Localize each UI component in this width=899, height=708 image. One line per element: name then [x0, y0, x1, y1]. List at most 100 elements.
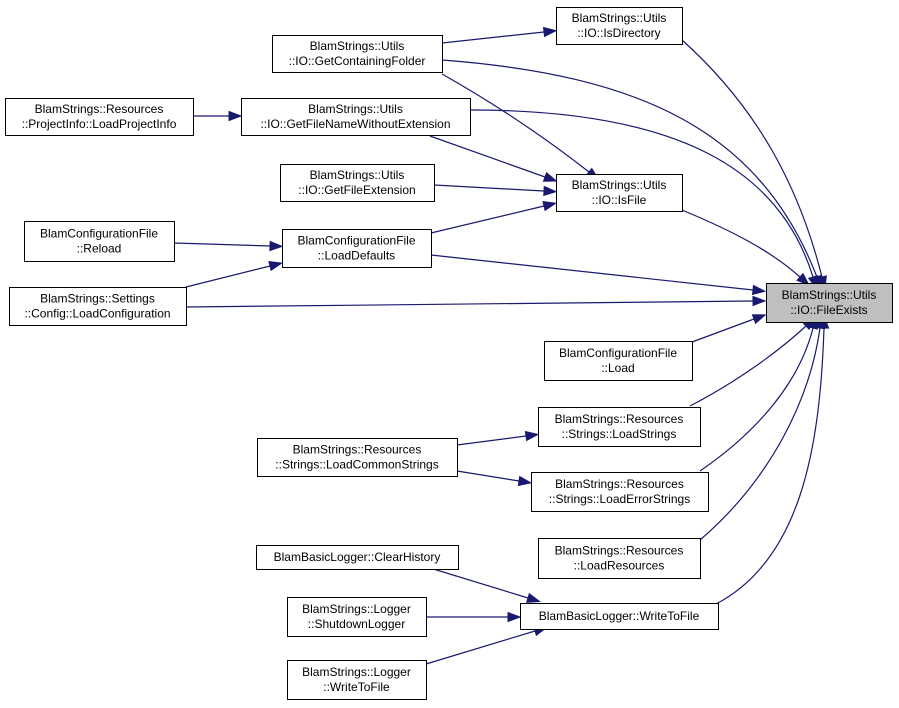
node-box: [556, 7, 683, 45]
node-label: BlamStrings::Utils: [308, 102, 403, 116]
edge-line: [441, 59, 818, 278]
edge-line: [469, 109, 814, 278]
arrowhead-icon: [524, 430, 540, 442]
arrowhead-icon: [751, 284, 767, 296]
edge-line: [429, 135, 546, 178]
arrowhead-icon: [507, 611, 522, 623]
node-loadResources[interactable]: BlamStrings::Resources::LoadResources: [538, 538, 701, 579]
node-loadProjectInfo[interactable]: BlamStrings::Resources::ProjectInfo::Loa…: [5, 98, 194, 136]
node-box: [538, 407, 701, 447]
node-label: BlamStrings::Utils: [572, 178, 667, 192]
node-box: [282, 229, 432, 268]
node-isDirectory[interactable]: BlamStrings::Utils::IO::IsDirectory: [556, 7, 683, 45]
arrowhead-icon: [517, 475, 533, 487]
node-label: ::IO::FileExists: [790, 303, 867, 317]
node-loadConfiguration[interactable]: BlamStrings::Settings::Config::LoadConfi…: [9, 287, 187, 326]
edge-getContainingFolder-to-isDirectory: [441, 26, 558, 44]
node-box: [257, 438, 458, 477]
edge-line: [441, 31, 545, 44]
node-clearHistory[interactable]: BlamBasicLogger::ClearHistory: [256, 545, 459, 570]
arrowhead-icon: [228, 110, 243, 122]
node-loadErrorStrings[interactable]: BlamStrings::Resources::Strings::LoadErr…: [531, 472, 709, 512]
node-label: ::IO::GetFileExtension: [298, 183, 415, 197]
node-label: ::IO::GetContainingFolder: [289, 54, 426, 68]
arrowhead-icon: [542, 201, 558, 212]
edge-line: [430, 205, 545, 234]
node-getFileNameWithoutExtension[interactable]: BlamStrings::Utils::IO::GetFileNameWitho…: [241, 98, 471, 136]
edge-line: [429, 567, 529, 599]
node-box: [531, 472, 709, 512]
nodes: BlamStrings::Utils::IO::IsDirectoryBlamS…: [5, 7, 893, 700]
node-label: BlamConfigurationFile: [40, 227, 158, 241]
node-box: [272, 35, 443, 73]
node-loggerWriteToFile[interactable]: BlamStrings::Logger::WriteToFile: [287, 660, 427, 700]
edge-loggerWriteToFile-to-writeToFile: [425, 626, 548, 665]
node-reload[interactable]: BlamConfigurationFile::Reload: [24, 221, 175, 262]
edge-isFile-to-fileExists: [681, 209, 810, 286]
node-shutdownLogger[interactable]: BlamStrings::Logger::ShutdownLogger: [287, 597, 427, 637]
node-label: ::Load: [601, 361, 634, 375]
node-getFileExtension[interactable]: BlamStrings::Utils::IO::GetFileExtension: [280, 164, 435, 202]
node-label: BlamConfigurationFile: [559, 346, 677, 360]
edge-line: [681, 39, 823, 278]
edge-line: [425, 630, 536, 665]
edge-loadConfiguration-to-loadDefaults: [185, 261, 284, 288]
edge-line: [433, 184, 545, 192]
node-label: ::Strings::LoadCommonStrings: [275, 458, 438, 472]
arrowhead-icon: [268, 261, 284, 272]
node-loadCommonStrings[interactable]: BlamStrings::Resources::Strings::LoadCom…: [257, 438, 458, 477]
edge-loadDefaults-to-fileExists: [430, 254, 767, 296]
node-box: [280, 164, 435, 202]
edge-loadStrings-to-fileExists: [689, 316, 816, 407]
edge-loadDefaults-to-isFile: [430, 201, 558, 234]
node-box: [287, 597, 427, 637]
arrowhead-icon: [543, 185, 558, 197]
arrowhead-icon: [269, 240, 284, 252]
edge-line: [456, 435, 527, 446]
node-box: [520, 603, 719, 630]
edge-line: [173, 242, 271, 247]
node-label: BlamStrings::Resources: [555, 412, 684, 426]
edge-getFileExtension-to-isFile: [433, 184, 558, 197]
arrowhead-icon: [542, 171, 558, 182]
node-label: BlamStrings::Resources: [293, 443, 422, 457]
edge-line: [689, 325, 807, 407]
node-box: [9, 287, 187, 326]
edge-line: [456, 470, 520, 482]
node-label: BlamStrings::Logger: [302, 602, 411, 616]
node-loadDefaults[interactable]: BlamConfigurationFile::LoadDefaults: [282, 229, 432, 268]
node-fileExists[interactable]: BlamStrings::Utils::IO::FileExists: [766, 283, 893, 323]
edge-line: [699, 327, 821, 541]
node-label: BlamStrings::Resources: [555, 544, 684, 558]
node-label: BlamBasicLogger::WriteToFile: [539, 609, 700, 623]
edge-reload-to-loadDefaults: [173, 240, 284, 252]
node-loadStrings[interactable]: BlamStrings::Resources::Strings::LoadStr…: [538, 407, 701, 447]
edge-line: [699, 327, 814, 472]
edge-line: [185, 265, 271, 288]
node-label: BlamStrings::Settings: [40, 292, 155, 306]
node-label: BlamBasicLogger::ClearHistory: [274, 550, 441, 564]
arrowhead-icon: [525, 592, 541, 603]
node-label: BlamConfigurationFile: [297, 234, 415, 248]
node-label: ::Reload: [77, 242, 122, 256]
node-label: BlamStrings::Resources: [555, 477, 684, 491]
edge-clearHistory-to-writeToFile: [429, 567, 541, 603]
node-label: ::Strings::LoadStrings: [562, 427, 677, 441]
edge-line: [691, 318, 755, 343]
node-getContainingFolder[interactable]: BlamStrings::Utils::IO::GetContainingFol…: [272, 35, 443, 73]
edge-line: [185, 300, 754, 308]
node-box: [538, 538, 701, 579]
edge-loadCommonStrings-to-loadErrorStrings: [456, 470, 533, 487]
node-writeToFile[interactable]: BlamBasicLogger::WriteToFile: [520, 603, 719, 630]
node-load[interactable]: BlamConfigurationFile::Load: [544, 341, 693, 381]
node-box: [5, 98, 194, 136]
node-box: [287, 660, 427, 700]
node-box: [766, 283, 893, 323]
node-label: ::WriteToFile: [323, 680, 390, 694]
node-label: ::LoadResources: [574, 559, 665, 573]
edge-writeToFile-to-fileExists: [715, 314, 830, 605]
node-label: BlamStrings::Utils: [310, 39, 405, 53]
edge-loadConfiguration-to-fileExists: [185, 295, 767, 308]
node-isFile[interactable]: BlamStrings::Utils::IO::IsFile: [556, 174, 683, 212]
